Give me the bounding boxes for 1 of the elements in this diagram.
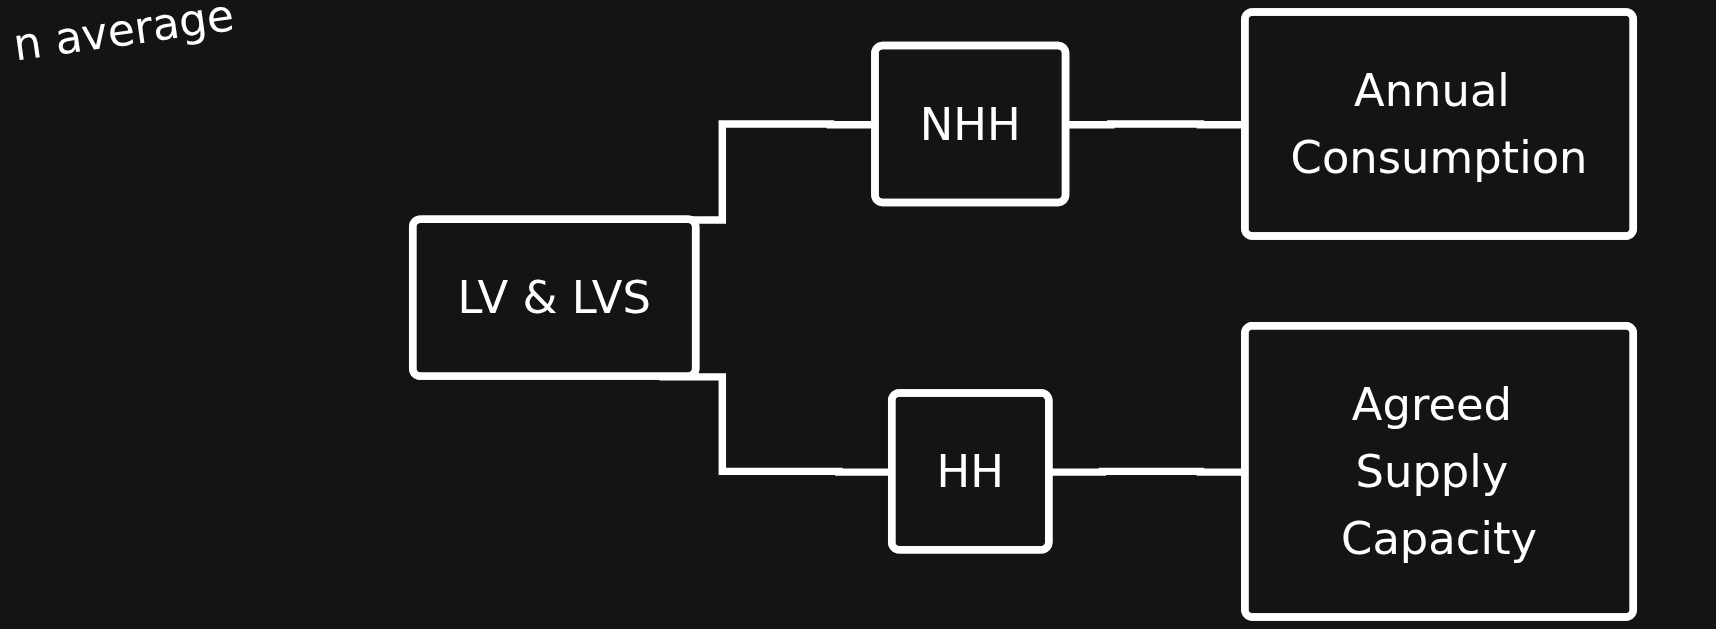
slide-text: n average bbox=[10, 0, 237, 71]
